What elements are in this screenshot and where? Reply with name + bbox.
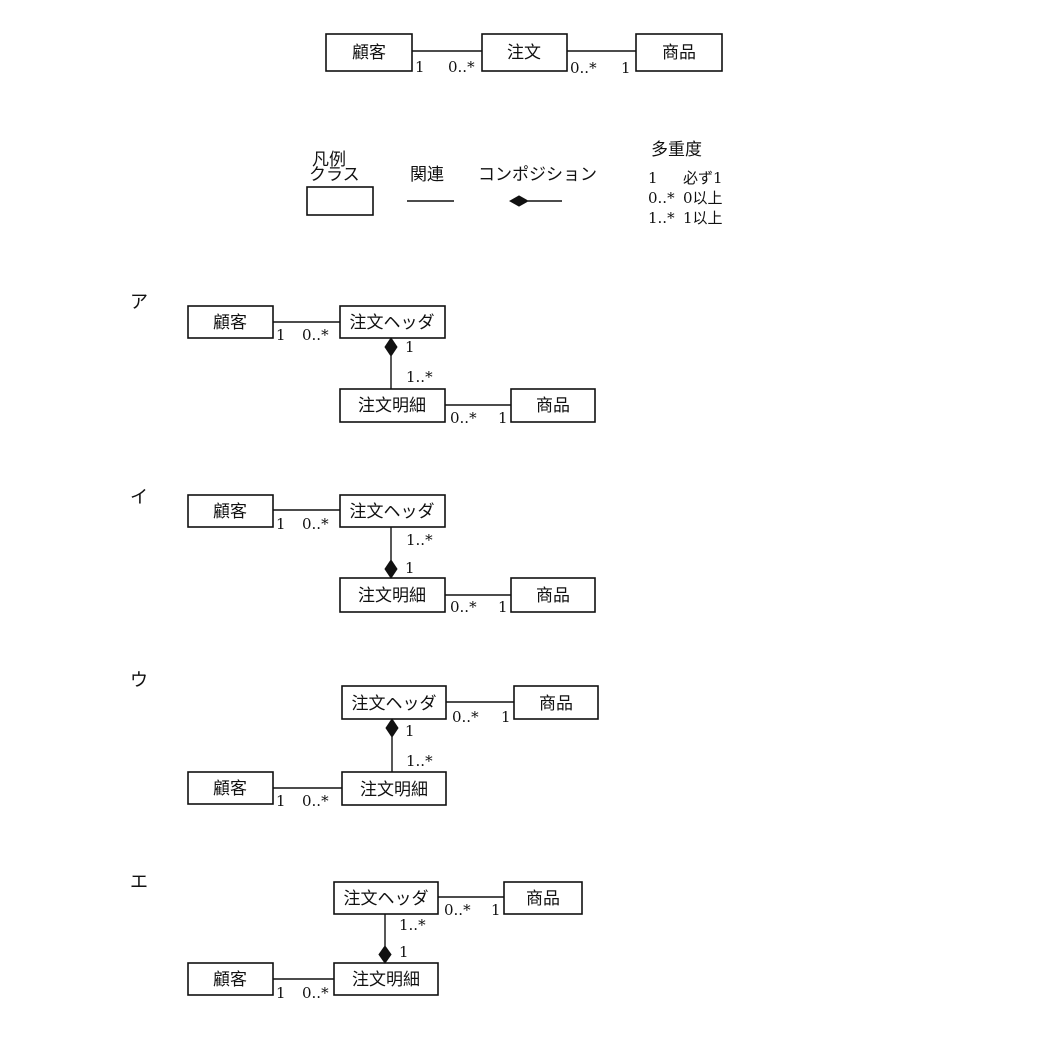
class-label-customer: 顧客 bbox=[213, 970, 247, 990]
multiplicity-label: 1 bbox=[491, 901, 501, 919]
class-box-order bbox=[481, 33, 568, 72]
legend-multiplicity-meaning: 1以上 bbox=[683, 209, 723, 227]
class-label-product: 商品 bbox=[536, 396, 570, 416]
multiplicity-label: 1 bbox=[405, 338, 415, 356]
legend-multiplicity-meaning: 必ず1 bbox=[683, 169, 723, 187]
option-label: エ bbox=[130, 872, 148, 893]
multiplicity-label: 0..* bbox=[302, 984, 329, 1002]
multiplicity-label: 1 bbox=[501, 708, 511, 726]
class-box-order-detail bbox=[339, 577, 446, 613]
multiplicity-label: 1 bbox=[276, 326, 286, 344]
class-label-order-detail: 注文明細 bbox=[360, 780, 428, 800]
legend-association-label: 関連 bbox=[410, 165, 444, 185]
class-label-order-header: 注文ヘッダ bbox=[344, 889, 429, 909]
legend-class-label: クラス bbox=[309, 165, 360, 185]
class-label-order: 注文 bbox=[507, 43, 541, 63]
multiplicity-label: 1..* bbox=[399, 916, 426, 934]
legend: 凡例 クラス 関連 コンポジション 多重度 1 必ず1 0..* 0以上 1..… bbox=[306, 140, 723, 227]
composition-diamond-icon bbox=[384, 337, 398, 357]
class-label-customer: 顧客 bbox=[213, 502, 247, 522]
class-label-order-header: 注文ヘッダ bbox=[352, 694, 437, 714]
class-box-product bbox=[503, 881, 583, 915]
multiplicity-label: 1 bbox=[399, 943, 409, 961]
class-box-order-detail bbox=[341, 771, 447, 806]
multiplicity-label: 1..* bbox=[406, 752, 433, 770]
option-label: ウ bbox=[130, 670, 148, 691]
multiplicity-label: 0..* bbox=[450, 409, 477, 427]
multiplicity-label: 0..* bbox=[452, 708, 479, 726]
legend-composition-label: コンポジション bbox=[478, 165, 597, 185]
legend-title: 凡例 bbox=[312, 150, 346, 170]
class-label-customer: 顧客 bbox=[352, 43, 386, 63]
class-box-product bbox=[635, 33, 723, 72]
option-e-diagram: エ 注文ヘッダ 商品 顧客 注文明細 0..* 1 1..* 1 1 0..* bbox=[130, 872, 583, 1002]
class-box-product bbox=[510, 577, 596, 613]
class-box-order-detail bbox=[333, 962, 439, 996]
multiplicity-label: 1 bbox=[276, 515, 286, 533]
class-box-customer bbox=[325, 33, 413, 72]
class-label-product: 商品 bbox=[662, 43, 696, 63]
multiplicity-label: 1 bbox=[498, 409, 508, 427]
class-box-order-header bbox=[333, 881, 439, 915]
composition-diamond-icon bbox=[508, 195, 530, 207]
multiplicity-label: 0..* bbox=[450, 598, 477, 616]
class-label-customer: 顧客 bbox=[213, 779, 247, 799]
class-box-customer bbox=[187, 771, 274, 805]
multiplicity-label: 0..* bbox=[448, 58, 475, 76]
legend-multiplicity-notation: 1 bbox=[648, 169, 658, 187]
legend-class-box bbox=[306, 186, 374, 216]
option-label: ア bbox=[130, 292, 148, 313]
option-a-diagram: ア 顧客 注文ヘッダ 注文明細 商品 1 0..* 1 1..* 0..* 1 bbox=[130, 292, 596, 427]
class-label-product: 商品 bbox=[539, 694, 573, 714]
class-label-order-detail: 注文明細 bbox=[352, 970, 420, 990]
class-box-customer bbox=[187, 305, 274, 339]
class-box-product bbox=[513, 685, 599, 720]
class-box-customer bbox=[187, 494, 274, 528]
multiplicity-label: 1 bbox=[621, 59, 631, 77]
multiplicity-label: 1 bbox=[276, 792, 286, 810]
class-label-order-header: 注文ヘッダ bbox=[350, 313, 435, 333]
class-box-order-detail bbox=[339, 388, 446, 423]
class-box-order-header bbox=[341, 685, 447, 720]
class-label-order-detail: 注文明細 bbox=[358, 396, 426, 416]
multiplicity-label: 0..* bbox=[444, 901, 471, 919]
composition-diamond-icon bbox=[378, 945, 392, 964]
class-label-customer: 顧客 bbox=[213, 313, 247, 333]
class-label-order-detail: 注文明細 bbox=[358, 586, 426, 606]
multiplicity-label: 0..* bbox=[302, 515, 329, 533]
class-label-product: 商品 bbox=[536, 586, 570, 606]
option-u-diagram: ウ 注文ヘッダ 商品 顧客 注文明細 0..* 1 1 1..* 1 0..* bbox=[130, 670, 599, 810]
multiplicity-label: 1 bbox=[276, 984, 286, 1002]
multiplicity-label: 1 bbox=[498, 598, 508, 616]
multiplicity-label: 1 bbox=[415, 58, 425, 76]
legend-multiplicity-notation: 0..* bbox=[648, 189, 675, 207]
option-label: イ bbox=[130, 487, 148, 508]
multiplicity-label: 1..* bbox=[406, 368, 433, 386]
legend-multiplicity-title: 多重度 bbox=[651, 140, 702, 160]
top-diagram: 顧客 注文 商品 1 0..* 0..* 1 bbox=[325, 33, 723, 77]
composition-diamond-icon bbox=[384, 559, 398, 579]
class-label-order-header: 注文ヘッダ bbox=[350, 502, 435, 522]
multiplicity-label: 1 bbox=[405, 722, 415, 740]
multiplicity-label: 1..* bbox=[406, 531, 433, 549]
class-box-order-header bbox=[339, 494, 446, 528]
option-i-diagram: イ 顧客 注文ヘッダ 注文明細 商品 1 0..* 1..* 1 0..* 1 bbox=[130, 487, 596, 616]
legend-multiplicity-notation: 1..* bbox=[648, 209, 675, 227]
multiplicity-label: 1 bbox=[405, 559, 415, 577]
multiplicity-label: 0..* bbox=[302, 326, 329, 344]
class-label-product: 商品 bbox=[526, 889, 560, 909]
composition-diamond-icon bbox=[385, 718, 399, 738]
legend-multiplicity-meaning: 0以上 bbox=[683, 189, 723, 207]
multiplicity-label: 0..* bbox=[570, 59, 597, 77]
multiplicity-label: 0..* bbox=[302, 792, 329, 810]
